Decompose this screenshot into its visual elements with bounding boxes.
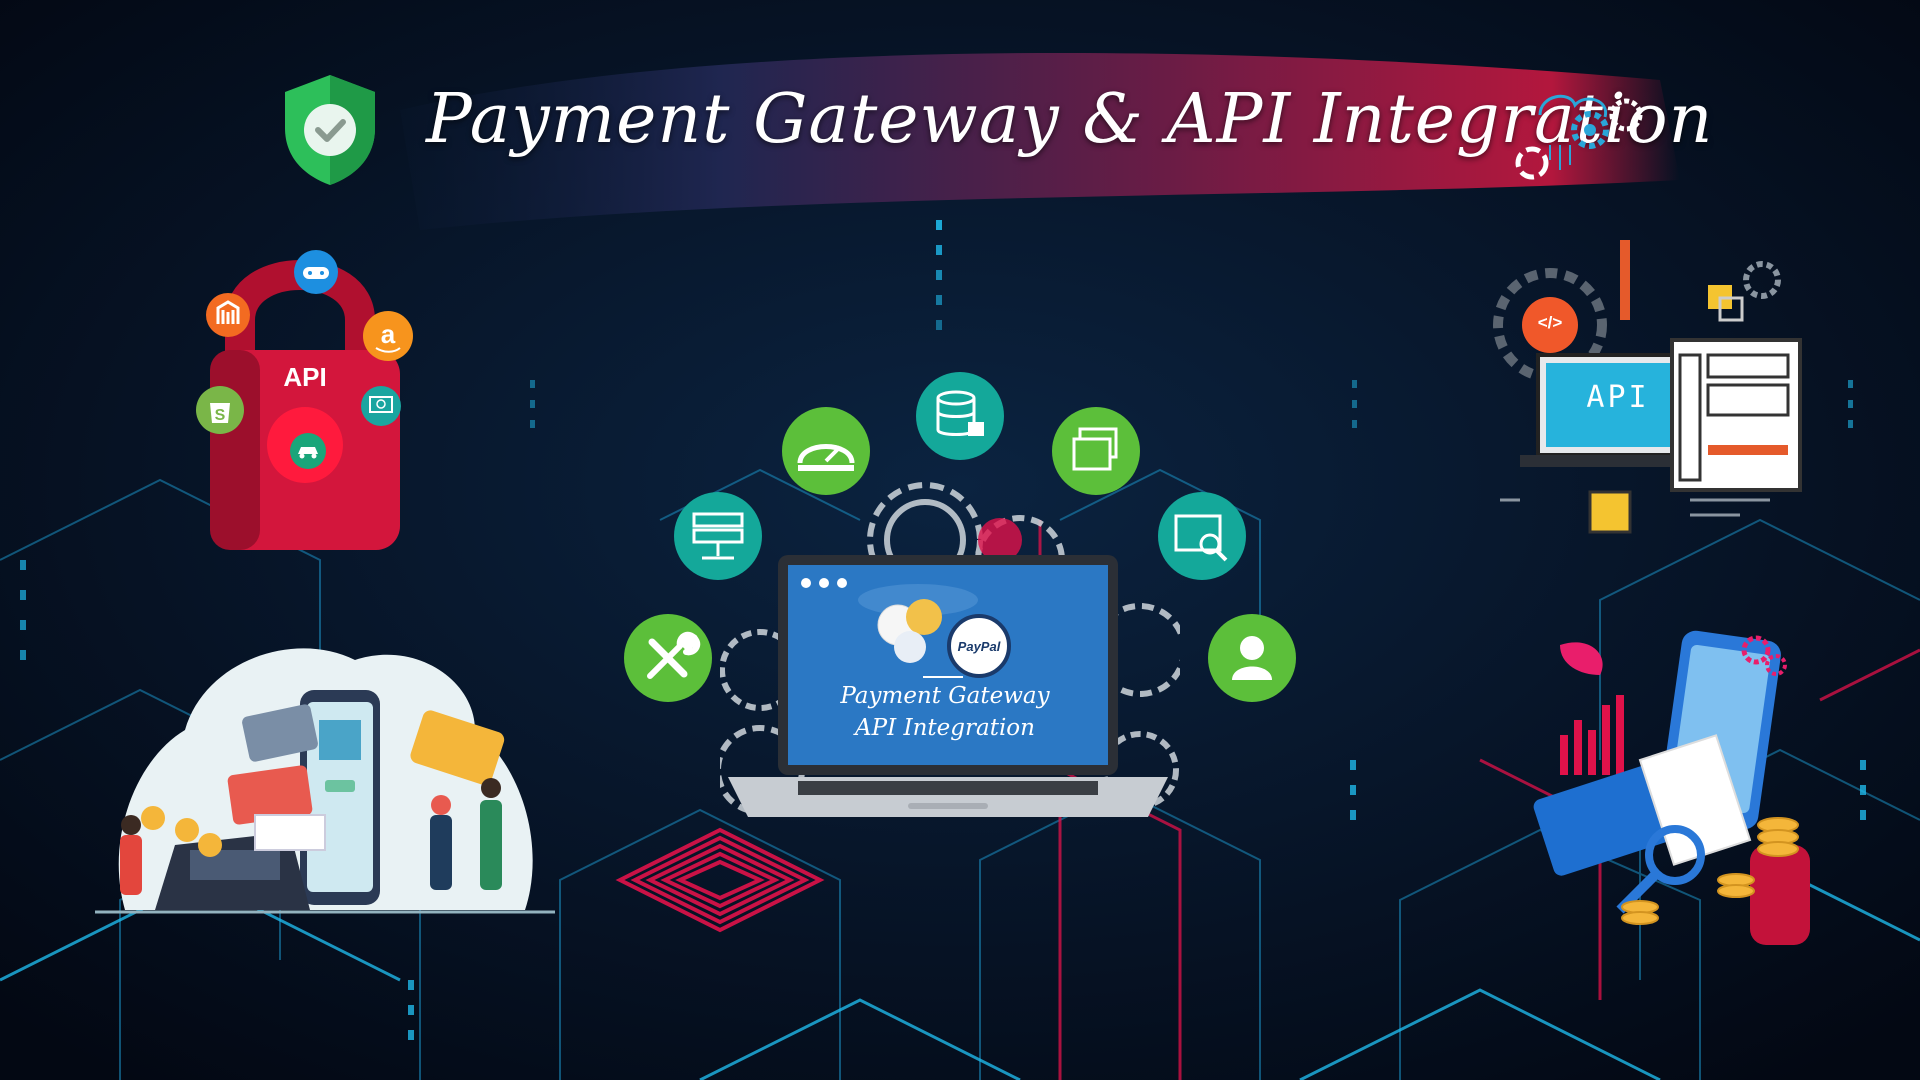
shopify-icon: S	[196, 386, 244, 434]
right-api-label: API	[1586, 380, 1650, 415]
user-icon	[1208, 614, 1296, 702]
api-developer-illustration	[1493, 240, 1802, 534]
left-lock-api-label: API	[283, 362, 327, 392]
tools-icon	[624, 614, 712, 702]
car-icon	[290, 433, 326, 469]
svg-text:a: a	[381, 319, 396, 349]
code-badge-label: </>	[1537, 313, 1563, 332]
page-title: Payment Gateway & API Integration	[426, 80, 1714, 159]
laptop-caption-line1: Payment Gateway	[840, 683, 1050, 709]
laptop-caption-line2: API Integration	[855, 715, 1035, 741]
red-diamond-rings	[615, 827, 825, 933]
gamepad-icon	[294, 250, 338, 294]
server-icon	[674, 492, 762, 580]
dashboard-gauge-icon	[782, 407, 870, 495]
title-brush-banner	[400, 52, 1680, 230]
windows-icon	[1052, 407, 1140, 495]
svg-text:S: S	[215, 407, 226, 424]
database-lock-icon	[916, 372, 1004, 460]
title-area: Payment Gateway & API Integration	[0, 0, 1920, 240]
laptop-illustration	[728, 555, 1168, 817]
magento-icon	[206, 293, 250, 337]
amazon-icon: a	[363, 311, 413, 361]
mobile-receipt-illustration	[1533, 630, 1810, 945]
paypal-badge-text: PayPal	[958, 639, 1001, 654]
shield-check-icon	[285, 75, 375, 185]
api-cloud-gears-icon	[1515, 94, 1643, 180]
search-window-icon	[1158, 492, 1246, 580]
web-app-icon	[361, 386, 401, 426]
paypal-badge-icon: PayPal	[947, 614, 1011, 678]
mobile-payment-illustration	[95, 648, 555, 914]
